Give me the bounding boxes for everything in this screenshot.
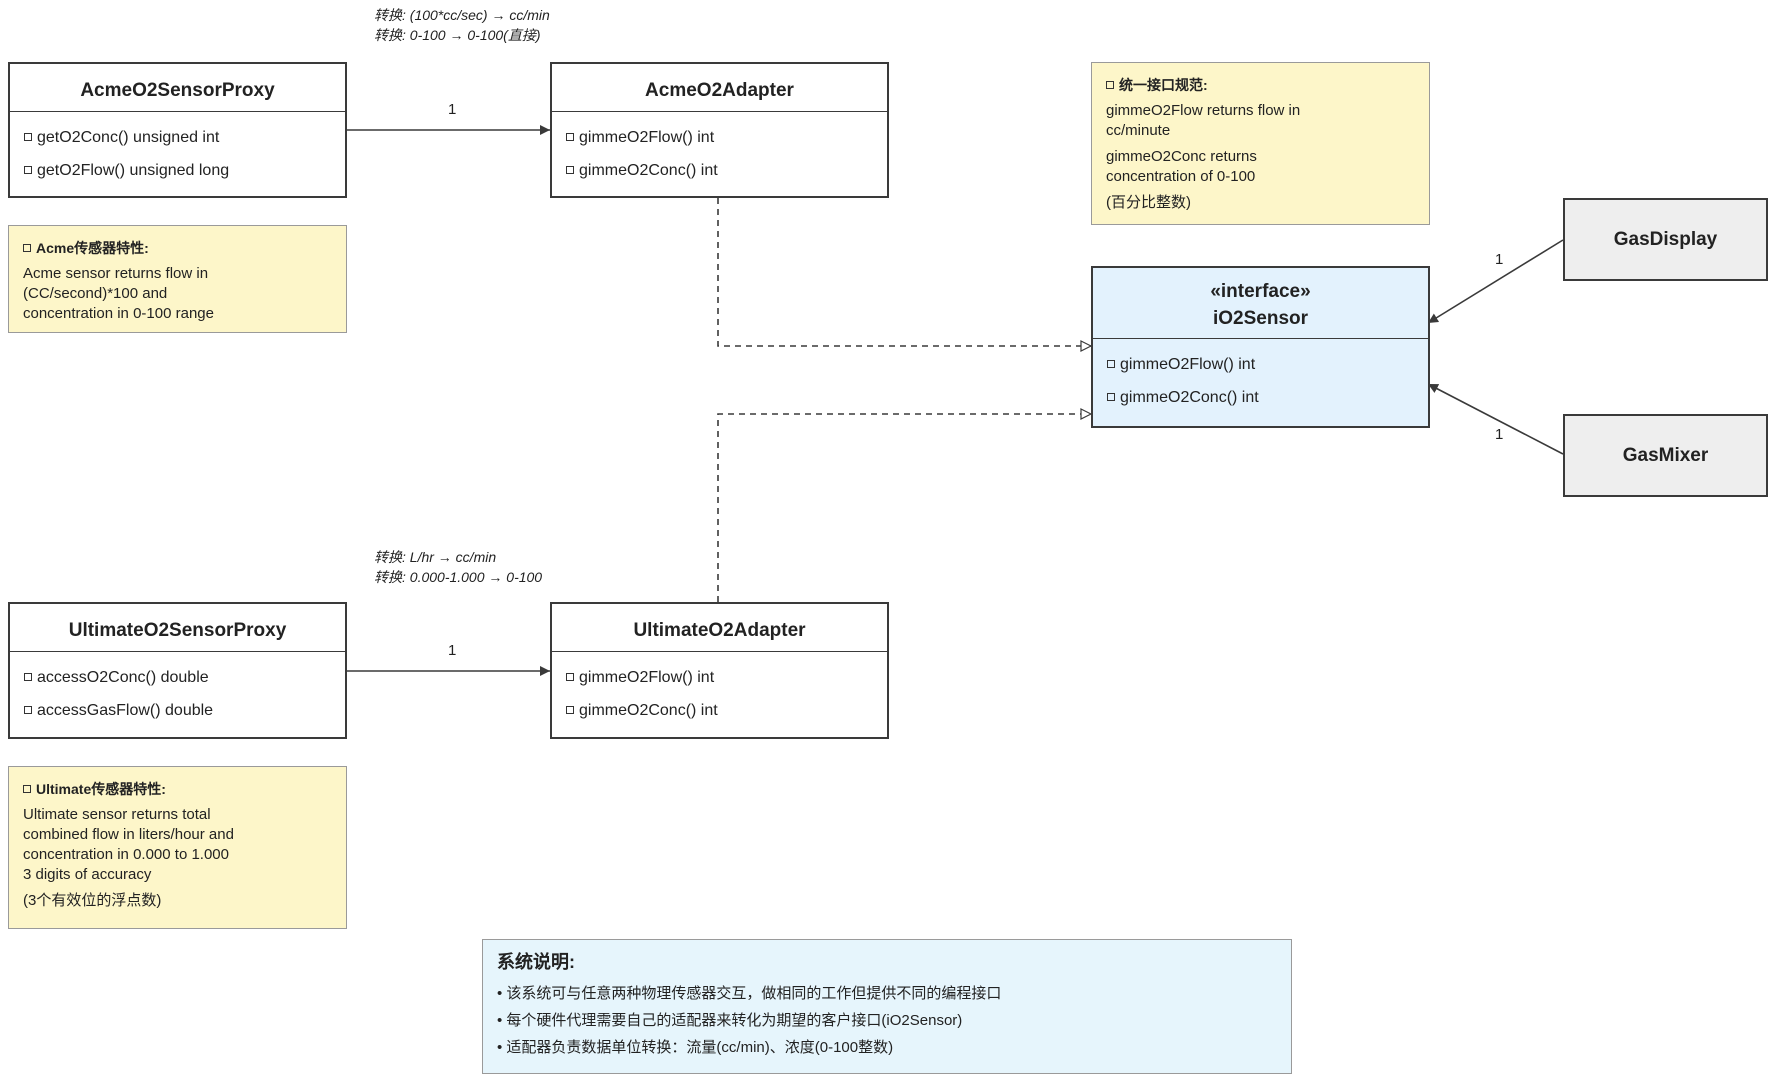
interface-name: iO2Sensor bbox=[1212, 308, 1309, 329]
method-item: accessO2Conc() double bbox=[24, 661, 345, 694]
class-ultimate-o2-sensor-proxy[interactable]: UltimateO2SensorProxy accessO2Conc() dou… bbox=[8, 602, 347, 739]
method-label: getO2Flow() unsigned long bbox=[37, 162, 230, 179]
acme-multiplicity: 1 bbox=[448, 101, 457, 118]
method-square-icon bbox=[566, 705, 574, 714]
method-item: gimmeO2Flow() int bbox=[566, 121, 887, 154]
method-square-icon bbox=[566, 132, 574, 141]
note-interface-spec: 统一接口规范: gimmeO2Flow returns flow in cc/m… bbox=[1091, 62, 1430, 225]
class-title: UltimateO2SensorProxy bbox=[10, 604, 345, 652]
system-note-line: • 每个硬件代理需要自己的适配器来转化为期望的客户接口(iO2Sensor) bbox=[497, 1012, 963, 1029]
system-note-line: • 该系统可与任意两种物理传感器交互，做相同的工作但提供不同的编程接口 bbox=[497, 985, 1002, 1002]
method-label: gimmeO2Conc() int bbox=[579, 702, 718, 719]
method-label: accessO2Conc() double bbox=[37, 669, 209, 686]
method-label: accessGasFlow() double bbox=[37, 702, 214, 719]
note-line: 3 digits of accuracy bbox=[23, 866, 152, 883]
note-line: combined flow in liters/hour and bbox=[23, 826, 234, 843]
method-list: getO2Conc() unsigned int getO2Flow() uns… bbox=[10, 112, 345, 187]
note-line: concentration in 0.000 to 1.000 bbox=[23, 846, 229, 863]
method-label: gimmeO2Conc() int bbox=[1120, 389, 1259, 406]
display-multiplicity: 1 bbox=[1495, 251, 1504, 268]
mixer-association-line bbox=[1427, 383, 1564, 455]
method-square-icon bbox=[1107, 392, 1115, 401]
method-list: accessO2Conc() double accessGasFlow() do… bbox=[10, 652, 345, 727]
note-line: (3个有效位的浮点数) bbox=[23, 892, 162, 909]
note-heading: Acme传感器特性: bbox=[23, 238, 332, 258]
method-square-icon bbox=[1107, 359, 1115, 368]
note-line: cc/minute bbox=[1106, 122, 1171, 139]
conversion-line: 转换: 0.000-1.000 → 0-100 bbox=[374, 569, 543, 585]
method-square-icon bbox=[24, 672, 32, 681]
note-line: Ultimate sensor returns total bbox=[23, 806, 211, 823]
method-item: gimmeO2Conc() int bbox=[566, 694, 887, 727]
ultimate-realization-line bbox=[717, 414, 1091, 602]
class-title: AcmeO2Adapter bbox=[552, 64, 887, 112]
class-title: UltimateO2Adapter bbox=[552, 604, 887, 652]
conversion-line: 转换: 0-100 → 0-100(直接) bbox=[374, 27, 541, 43]
interface-title: «interface» iO2Sensor bbox=[1093, 268, 1428, 339]
method-square-icon bbox=[24, 705, 32, 714]
note-heading: Ultimate传感器特性: bbox=[23, 779, 332, 799]
method-list: gimmeO2Flow() int gimmeO2Conc() int bbox=[1093, 339, 1428, 414]
method-list: gimmeO2Flow() int gimmeO2Conc() int bbox=[552, 652, 887, 727]
class-title: AcmeO2SensorProxy bbox=[10, 64, 345, 112]
method-item: gimmeO2Conc() int bbox=[1107, 381, 1428, 414]
class-gas-mixer[interactable]: GasMixer bbox=[1563, 414, 1768, 497]
interface-io2sensor[interactable]: «interface» iO2Sensor gimmeO2Flow() int … bbox=[1091, 266, 1430, 428]
method-item: getO2Conc() unsigned int bbox=[24, 121, 345, 154]
note-square-icon bbox=[1106, 81, 1114, 90]
method-label: gimmeO2Flow() int bbox=[579, 669, 715, 686]
note-acme-characteristics: Acme传感器特性: Acme sensor returns flow in (… bbox=[8, 225, 347, 333]
note-line: gimmeO2Conc returns bbox=[1106, 148, 1257, 165]
method-square-icon bbox=[24, 165, 32, 174]
class-acme-o2-sensor-proxy[interactable]: AcmeO2SensorProxy getO2Conc() unsigned i… bbox=[8, 62, 347, 198]
system-description-note: 系统说明: • 该系统可与任意两种物理传感器交互，做相同的工作但提供不同的编程接… bbox=[482, 939, 1292, 1074]
note-heading: 统一接口规范: bbox=[1106, 75, 1415, 95]
interface-stereotype: «interface» bbox=[1210, 281, 1311, 302]
note-line: (百分比整数) bbox=[1106, 194, 1191, 211]
method-label: gimmeO2Conc() int bbox=[579, 162, 718, 179]
note-line: gimmeO2Flow returns flow in bbox=[1106, 102, 1301, 119]
method-item: gimmeO2Conc() int bbox=[566, 154, 887, 187]
note-line: concentration of 0-100 bbox=[1106, 168, 1256, 185]
note-line: concentration in 0-100 range bbox=[23, 305, 214, 322]
class-gas-display[interactable]: GasDisplay bbox=[1563, 198, 1768, 281]
method-square-icon bbox=[24, 132, 32, 141]
method-item: gimmeO2Flow() int bbox=[1107, 348, 1428, 381]
mixer-multiplicity: 1 bbox=[1495, 426, 1504, 443]
method-item: gimmeO2Flow() int bbox=[566, 661, 887, 694]
note-square-icon bbox=[23, 785, 31, 794]
method-list: gimmeO2Flow() int gimmeO2Conc() int bbox=[552, 112, 887, 187]
method-label: gimmeO2Flow() int bbox=[579, 129, 715, 146]
acme-realization-line bbox=[717, 198, 1091, 346]
method-square-icon bbox=[566, 165, 574, 174]
note-square-icon bbox=[23, 244, 31, 253]
system-note-line: • 适配器负责数据单位转换：流量(cc/min)、浓度(0-100整数) bbox=[497, 1039, 894, 1056]
method-label: getO2Conc() unsigned int bbox=[37, 129, 220, 146]
system-note-heading: 系统说明: bbox=[497, 952, 575, 972]
method-item: accessGasFlow() double bbox=[24, 694, 345, 727]
conversion-line: 转换: (100*cc/sec) → cc/min bbox=[374, 7, 550, 23]
method-square-icon bbox=[566, 672, 574, 681]
method-label: gimmeO2Flow() int bbox=[1120, 356, 1256, 373]
ultimate-multiplicity: 1 bbox=[448, 642, 457, 659]
note-ultimate-characteristics: Ultimate传感器特性: Ultimate sensor returns t… bbox=[8, 766, 347, 929]
method-item: getO2Flow() unsigned long bbox=[24, 154, 345, 187]
class-acme-o2-adapter[interactable]: AcmeO2Adapter gimmeO2Flow() int gimmeO2C… bbox=[550, 62, 889, 198]
conversion-line: 转换: L/hr → cc/min bbox=[374, 549, 497, 565]
note-line: Acme sensor returns flow in bbox=[23, 265, 209, 282]
class-ultimate-o2-adapter[interactable]: UltimateO2Adapter gimmeO2Flow() int gimm… bbox=[550, 602, 889, 739]
acme-conversion-notes: 转换: (100*cc/sec) → cc/min 转换: 0-100 → 0-… bbox=[374, 5, 550, 45]
ultimate-conversion-notes: 转换: L/hr → cc/min 转换: 0.000-1.000 → 0-10… bbox=[374, 547, 542, 587]
note-line: (CC/second)*100 and bbox=[23, 285, 168, 302]
